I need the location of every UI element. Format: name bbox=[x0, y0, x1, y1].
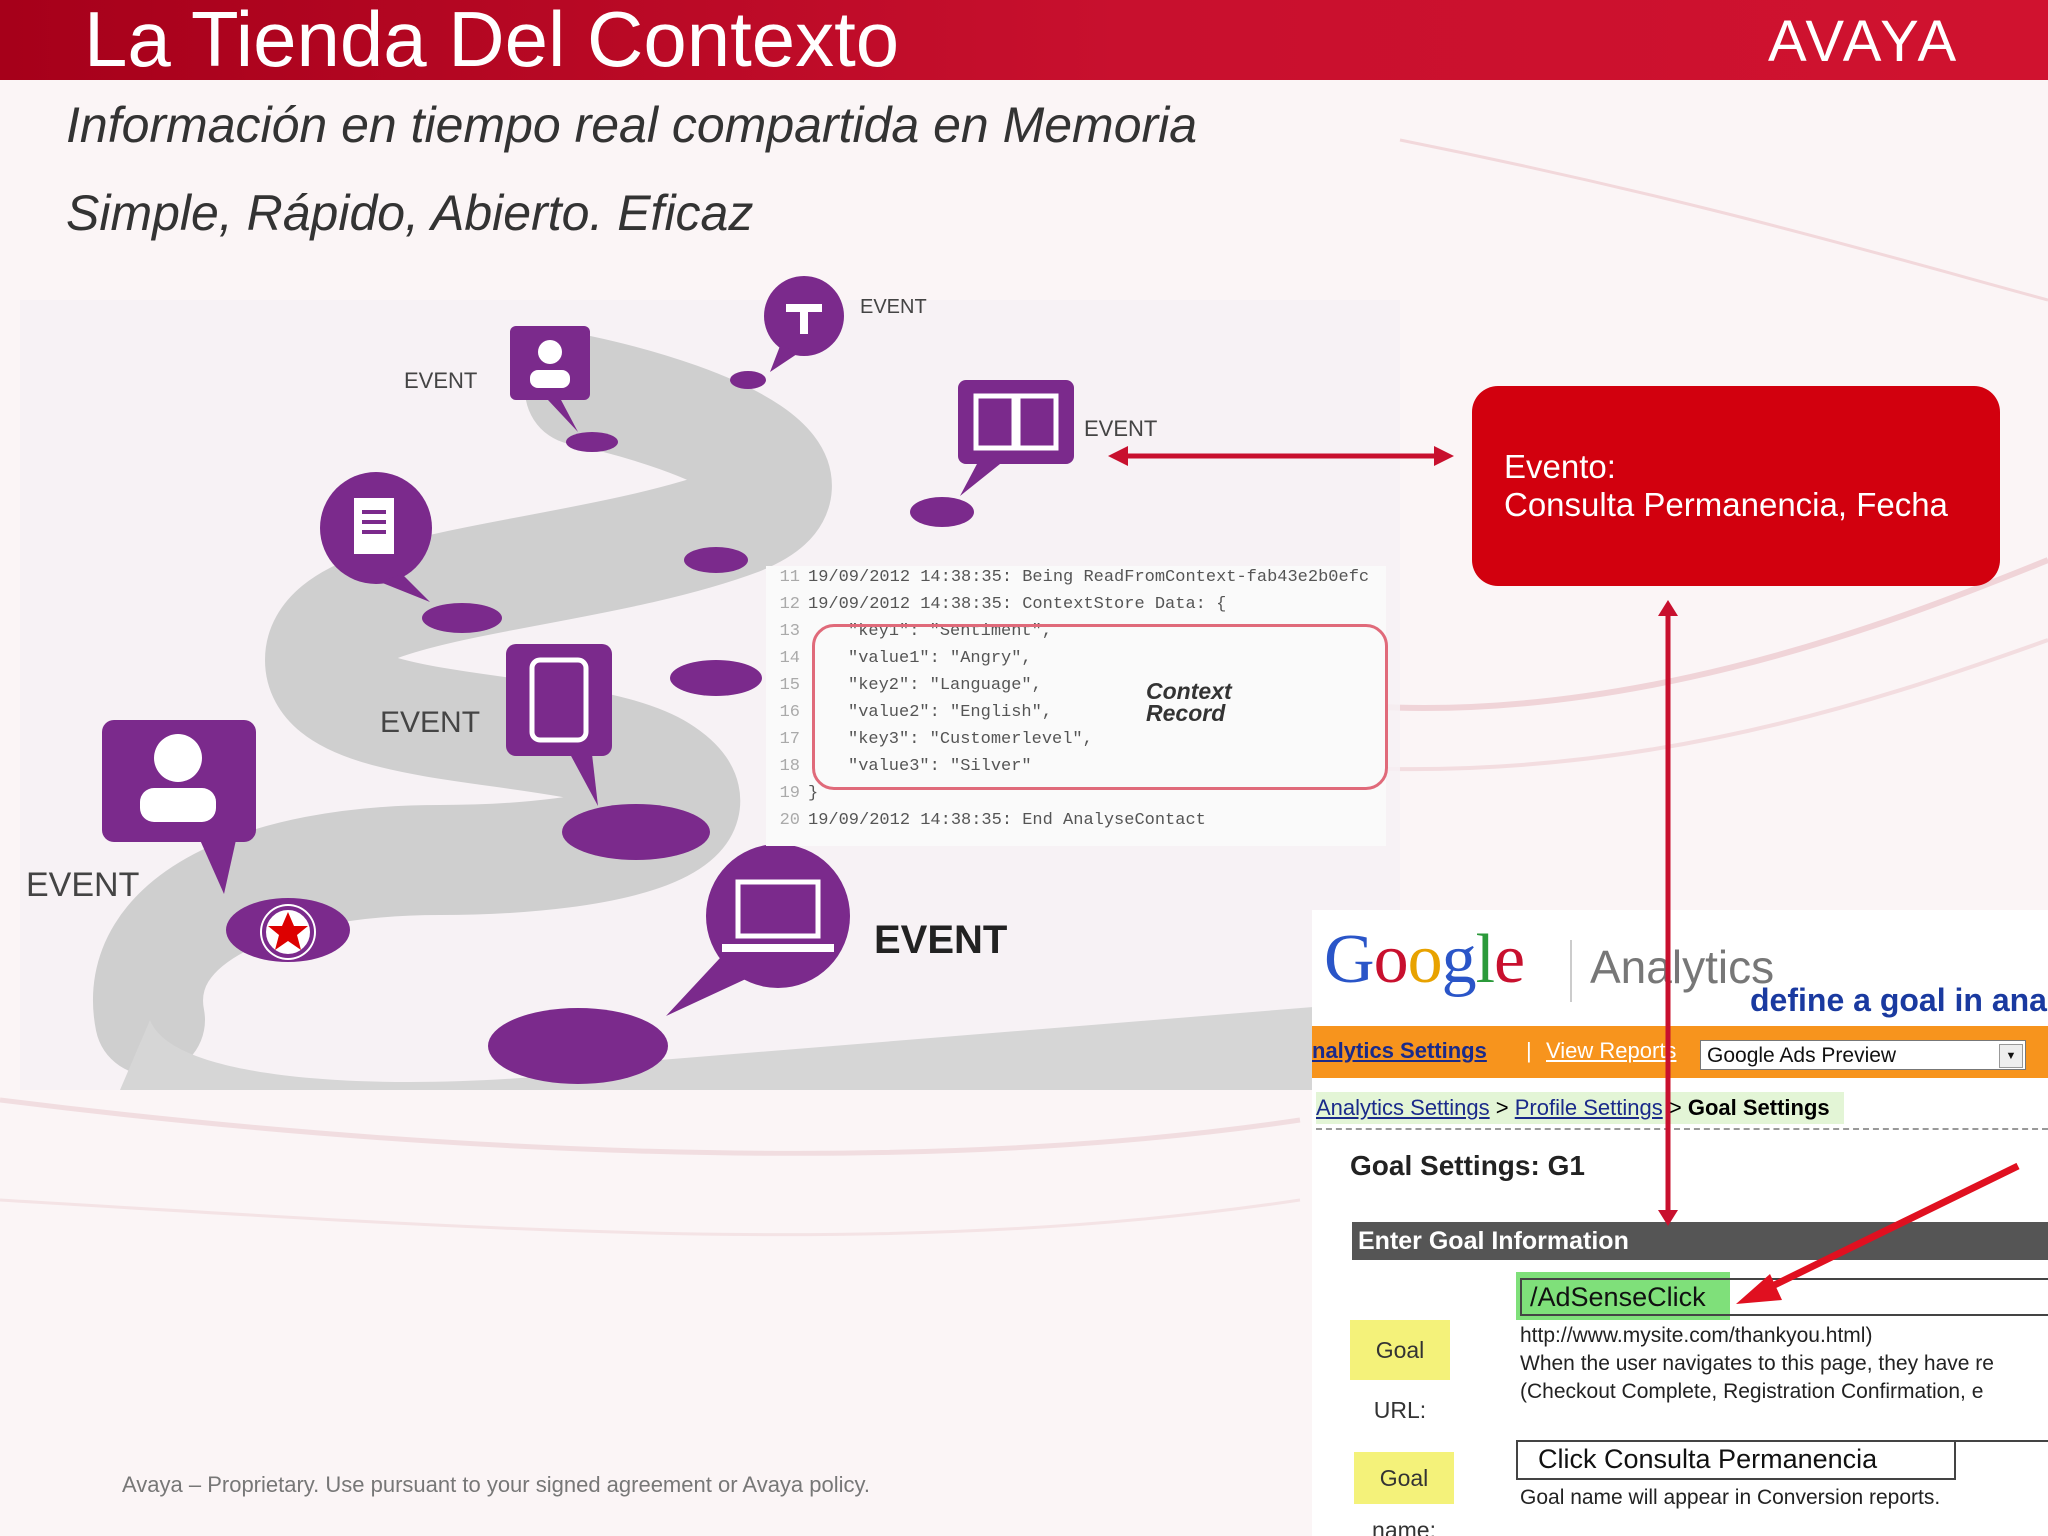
goal-url-label: Goal URL: bbox=[1350, 1320, 1450, 1423]
chevron-down-icon[interactable]: ▼ bbox=[1999, 1044, 2023, 1068]
context-record-highlight bbox=[812, 624, 1388, 790]
log-line: "value1": "Angry", bbox=[848, 649, 1032, 668]
input-border bbox=[1956, 1440, 2048, 1442]
goal-name-input[interactable]: Click Consulta Permanencia bbox=[1516, 1440, 1956, 1480]
define-goal-heading: define a goal in ana bbox=[1750, 982, 2047, 1018]
log-line: "value3": "Silver" bbox=[848, 757, 1032, 776]
select-value: Google Ads Preview bbox=[1707, 1044, 1897, 1067]
user-icon bbox=[510, 326, 590, 432]
log-line: "value2": "English", bbox=[848, 703, 1053, 722]
event-label-5: EVENT bbox=[26, 866, 140, 904]
log-line: } bbox=[808, 784, 819, 803]
document-icon bbox=[320, 472, 432, 602]
goal-name-label: Goal name: bbox=[1354, 1452, 1454, 1536]
analytics-label: Analytics bbox=[1590, 941, 1775, 993]
person-icon bbox=[102, 720, 256, 894]
goal-settings-title: Goal Settings: G1 bbox=[1350, 1150, 1585, 1181]
goal-url-help-1: When the user navigates to this page, th… bbox=[1520, 1352, 1994, 1375]
enter-goal-header: Enter Goal Information bbox=[1352, 1222, 2048, 1260]
crumb-analytics-settings[interactable]: Analytics Settings bbox=[1316, 1095, 1490, 1120]
tablet-icon bbox=[506, 644, 612, 806]
laptop-icon bbox=[666, 844, 850, 1016]
log-line: 19/09/2012 14:38:35: End AnalyseContact bbox=[808, 811, 1206, 830]
callout-title: Evento: bbox=[1504, 448, 1616, 485]
title-bar: La Tienda Del Contexto AVAYA bbox=[0, 0, 2048, 83]
book-icon bbox=[958, 380, 1074, 496]
event-callout: Evento: Consulta Permanencia, Fecha bbox=[1472, 386, 2000, 586]
nav-separator: | bbox=[1526, 1038, 1532, 1063]
avaya-logo: AVAYA bbox=[1768, 9, 1960, 74]
callout-detail: Consulta Permanencia, Fecha bbox=[1504, 486, 1948, 523]
goal-name-help: Goal name will appear in Conversion repo… bbox=[1520, 1486, 1941, 1509]
star-icon bbox=[260, 904, 316, 960]
google-logo: Google bbox=[1324, 921, 1525, 998]
crumb-profile-settings[interactable]: Profile Settings bbox=[1514, 1095, 1663, 1120]
announcement-icon bbox=[764, 276, 844, 372]
logo-separator bbox=[1570, 940, 1572, 1002]
footer-legal: Avaya – Proprietary. Use pursuant to you… bbox=[122, 1472, 870, 1497]
event-label-2: EVENT bbox=[404, 368, 478, 393]
event-label-1: EVENT bbox=[860, 296, 927, 318]
event-label-4: EVENT bbox=[380, 706, 481, 739]
nav-view-reports[interactable]: View Reports bbox=[1546, 1038, 1677, 1063]
log-line: "key3": "Customerlevel", bbox=[848, 730, 1093, 749]
log-line: "key2": "Language", bbox=[848, 676, 1042, 695]
slide-title: La Tienda Del Contexto bbox=[84, 0, 900, 83]
divider bbox=[1316, 1128, 2048, 1130]
event-label-6: EVENT bbox=[874, 918, 1008, 962]
log-line: 19/09/2012 14:38:35: ContextStore Data: … bbox=[808, 595, 1227, 614]
breadcrumb: Analytics Settings > Profile Settings > … bbox=[1316, 1092, 1844, 1124]
goal-url-example: http://www.mysite.com/thankyou.html) bbox=[1520, 1324, 1873, 1347]
customer-journey-diagram bbox=[20, 300, 1400, 1090]
event-label-3: EVENT bbox=[1084, 416, 1158, 441]
goal-url-highlight bbox=[1516, 1272, 1730, 1320]
goal-url-help-2: (Checkout Complete, Registration Confirm… bbox=[1520, 1380, 1984, 1403]
log-line: 19/09/2012 14:38:35: Being ReadFromConte… bbox=[808, 568, 1370, 587]
subtitle-simple: Simple, Rápido, Abierto. Eficaz bbox=[66, 185, 754, 241]
goal-url-input[interactable]: /AdSenseClick bbox=[1520, 1278, 2048, 1316]
google-analytics-panel: Google Analytics define a goal in ana na… bbox=[1312, 910, 2048, 1536]
nav-analytics-settings[interactable]: nalytics Settings bbox=[1312, 1038, 1487, 1063]
ads-preview-select[interactable]: Google Ads Preview ▼ bbox=[1700, 1040, 2026, 1070]
subtitle-memory: Información en tiempo real compartida en… bbox=[66, 97, 1198, 153]
crumb-goal-settings: Goal Settings bbox=[1687, 1095, 1830, 1120]
